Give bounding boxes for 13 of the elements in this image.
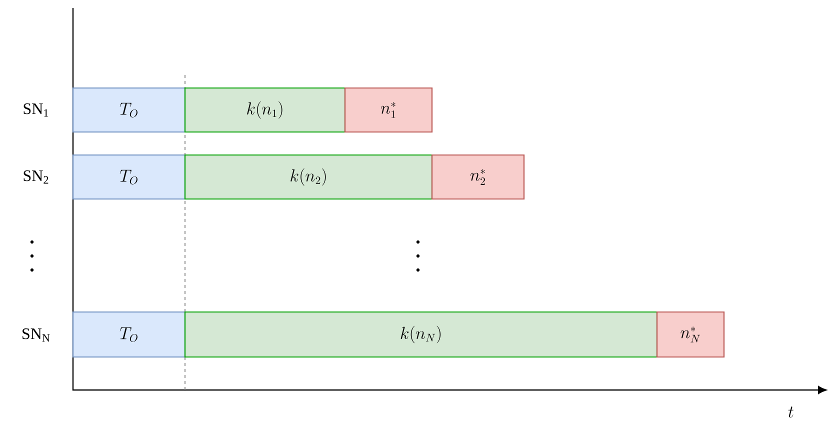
row-label: SN$_{N}$ xyxy=(22,328,50,342)
processing-box: $k(n_N)$ xyxy=(184,311,658,358)
result-box: $n_N^*$ xyxy=(656,311,725,358)
result-box: $n_1^*$ xyxy=(344,87,433,133)
processing-box: $k(n_2)$ xyxy=(184,154,433,200)
axis-label: $t$ xyxy=(788,406,794,418)
overhead-box: $T_O$ xyxy=(72,87,186,133)
overhead-box: $T_O$ xyxy=(72,154,186,200)
row-label: SN$_{1}$ xyxy=(24,103,48,117)
processing-box: $k(n_1)$ xyxy=(184,87,346,133)
overhead-box: $T_O$ xyxy=(72,311,186,358)
result-box: $n_2^*$ xyxy=(431,154,525,200)
row-label: SN$_{2}$ xyxy=(24,170,48,184)
